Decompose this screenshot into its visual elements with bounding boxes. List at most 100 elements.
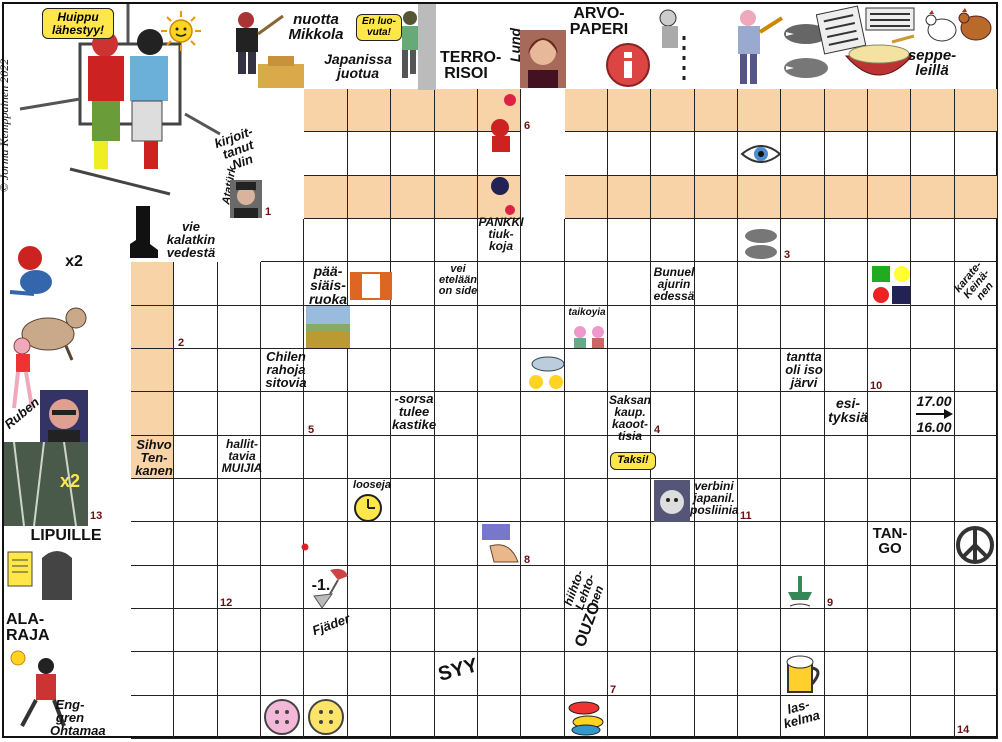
grid-cell[interactable] (695, 262, 738, 306)
grid-cell[interactable] (825, 349, 868, 392)
grid-cell[interactable] (955, 176, 998, 219)
grid-cell[interactable] (435, 652, 478, 696)
grid-cell[interactable] (478, 219, 521, 262)
grid-cell[interactable] (391, 349, 435, 392)
grid-cell[interactable] (608, 306, 651, 349)
grid-cell[interactable] (521, 436, 565, 479)
grid-cell[interactable] (348, 696, 391, 739)
grid-cell[interactable] (348, 652, 391, 696)
grid-cell[interactable] (651, 176, 695, 219)
grid-cell[interactable] (868, 89, 911, 132)
grid-cell[interactable] (348, 176, 391, 219)
grid-cell[interactable] (304, 132, 348, 176)
grid-cell[interactable] (565, 652, 608, 696)
grid-cell[interactable] (695, 609, 738, 652)
grid-cell[interactable] (521, 696, 565, 739)
grid-cell[interactable] (521, 479, 565, 522)
grid-cell[interactable] (738, 522, 781, 566)
grid-cell[interactable] (478, 262, 521, 306)
grid-cell[interactable] (825, 306, 868, 349)
grid-cell[interactable] (955, 436, 998, 479)
grid-cell[interactable] (304, 392, 348, 436)
grid-cell[interactable] (304, 479, 348, 522)
grid-cell[interactable] (391, 176, 435, 219)
grid-cell[interactable] (565, 306, 608, 349)
grid-cell[interactable] (565, 696, 608, 739)
grid-cell[interactable] (435, 219, 478, 262)
grid-cell[interactable] (304, 522, 348, 566)
grid-cell[interactable] (825, 522, 868, 566)
grid-cell[interactable] (825, 176, 868, 219)
grid-cell[interactable] (391, 306, 435, 349)
grid-cell[interactable] (391, 89, 435, 132)
grid-cell[interactable] (911, 176, 955, 219)
grid-cell[interactable] (565, 132, 608, 176)
grid-cell[interactable] (608, 219, 651, 262)
grid-cell[interactable] (174, 306, 218, 349)
grid-cell[interactable] (781, 262, 825, 306)
grid-cell[interactable] (218, 349, 261, 392)
grid-cell[interactable] (695, 306, 738, 349)
grid-cell[interactable] (174, 522, 218, 566)
grid-cell[interactable] (391, 566, 435, 609)
grid-cell[interactable] (651, 349, 695, 392)
grid-cell[interactable] (651, 89, 695, 132)
grid-cell[interactable] (825, 132, 868, 176)
grid-cell[interactable] (521, 566, 565, 609)
grid-cell[interactable] (781, 219, 825, 262)
grid-cell[interactable] (781, 306, 825, 349)
grid-cell[interactable] (391, 392, 435, 436)
grid-cell[interactable] (911, 566, 955, 609)
grid-cell[interactable] (348, 132, 391, 176)
grid-cell[interactable] (348, 609, 391, 652)
grid-cell[interactable] (825, 566, 868, 609)
grid-cell[interactable] (435, 609, 478, 652)
grid-cell[interactable] (435, 436, 478, 479)
grid-cell[interactable] (218, 306, 261, 349)
grid-cell[interactable] (695, 436, 738, 479)
grid-cell[interactable] (435, 479, 478, 522)
grid-cell[interactable] (825, 652, 868, 696)
grid-cell[interactable] (218, 479, 261, 522)
grid-cell[interactable] (608, 609, 651, 652)
grid-cell[interactable] (348, 436, 391, 479)
grid-cell[interactable] (608, 392, 651, 436)
grid-cell[interactable] (911, 392, 955, 436)
grid-cell[interactable] (825, 609, 868, 652)
grid-cell[interactable] (261, 219, 304, 262)
grid-cell[interactable] (955, 566, 998, 609)
grid-cell[interactable] (391, 262, 435, 306)
grid-cell[interactable] (304, 609, 348, 652)
grid-cell[interactable] (955, 609, 998, 652)
grid-cell[interactable] (651, 522, 695, 566)
grid-cell[interactable] (348, 219, 391, 262)
grid-cell[interactable] (261, 522, 304, 566)
grid-cell[interactable] (955, 349, 998, 392)
grid-cell[interactable] (565, 566, 608, 609)
grid-cell[interactable] (738, 696, 781, 739)
grid-cell[interactable] (825, 436, 868, 479)
grid-cell[interactable] (955, 219, 998, 262)
grid-cell[interactable] (955, 652, 998, 696)
grid-cell[interactable] (868, 392, 911, 436)
grid-cell[interactable] (868, 566, 911, 609)
grid-cell[interactable] (738, 566, 781, 609)
grid-cell[interactable] (651, 696, 695, 739)
grid-cell[interactable] (391, 479, 435, 522)
grid-cell[interactable] (695, 652, 738, 696)
grid-cell[interactable] (738, 349, 781, 392)
grid-cell[interactable] (478, 566, 521, 609)
grid-cell[interactable] (435, 132, 478, 176)
grid-cell[interactable] (435, 262, 478, 306)
grid-cell[interactable] (261, 696, 304, 739)
grid-cell[interactable] (955, 89, 998, 132)
grid-cell[interactable] (261, 479, 304, 522)
grid-cell[interactable] (435, 89, 478, 132)
grid-cell[interactable] (565, 392, 608, 436)
grid-cell[interactable] (868, 349, 911, 392)
grid-cell[interactable] (695, 522, 738, 566)
grid-cell[interactable] (131, 349, 174, 392)
grid-cell[interactable] (174, 479, 218, 522)
grid-cell[interactable] (218, 262, 261, 306)
grid-cell[interactable] (391, 132, 435, 176)
